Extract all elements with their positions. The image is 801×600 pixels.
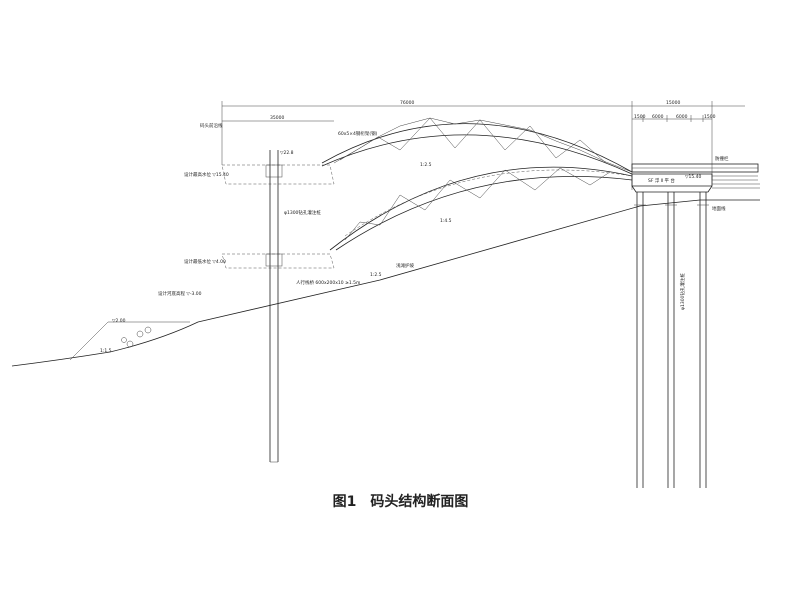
label-truss-mid: 1:2.5 — [420, 162, 432, 168]
label-water-mark: ▽15.40 — [685, 174, 701, 180]
figure-caption: 图1 码头结构断面图 — [0, 491, 801, 511]
label-deck-right: 防撞栏 — [715, 155, 729, 162]
label-deck: SF 浮 Ⅱ 平 台 — [648, 177, 675, 184]
dim-left-span: 35000 — [270, 115, 284, 121]
label-ground: 地面线 — [712, 205, 726, 212]
caption-title: 码头结构断面图 — [370, 494, 469, 510]
right-piles — [634, 192, 709, 488]
label-pile-top: ▽22.8 — [280, 150, 294, 156]
label-left-top: 码头前沿线 — [200, 122, 223, 129]
label-slope-2: 1:1.5 — [100, 348, 112, 354]
dim-sub-4: 1500 — [704, 114, 716, 120]
label-tie: 人行栈桥 600x200x10 ≥1.5m — [296, 279, 360, 286]
dim-sub-1: 1500 — [634, 114, 646, 120]
label-truss-lower: 1:4.5 — [440, 218, 452, 224]
label-pile: φ1300钻孔灌注桩 — [284, 209, 321, 216]
dim-overall: 76000 — [400, 100, 414, 106]
dim-sub-3: 6000 — [676, 114, 688, 120]
label-bed-level: 设计河底高程 ▽-3.00 — [158, 290, 202, 297]
level-boxes — [221, 164, 335, 269]
dim-right-span: 15000 — [666, 100, 680, 106]
left-pile — [265, 150, 283, 463]
dimension-lines — [221, 101, 745, 190]
ground-line — [11, 199, 760, 367]
section-drawing: 76000 15000 35000 1500 6000 6000 1500 60… — [11, 100, 760, 488]
dim-sub-2: 6000 — [652, 114, 664, 120]
label-truss-top: 60x5×4钢桁架(钢) — [338, 130, 378, 137]
upper-truss — [321, 117, 633, 175]
label-upper-level: 设计最高水位 ▽15.40 — [184, 171, 229, 178]
deck-structure — [631, 163, 760, 193]
label-slope: 1:2.5 — [370, 272, 382, 278]
label-mid: 浅滩护坡 — [396, 262, 414, 269]
label-left-level: ▽2.00 — [112, 318, 126, 324]
label-right-pile: φ1300钻孔灌注桩 — [679, 273, 686, 310]
label-lower-level: 设计最低水位 ▽4.00 — [184, 258, 226, 265]
caption-number: 图1 — [332, 494, 357, 510]
lower-truss — [329, 166, 633, 251]
